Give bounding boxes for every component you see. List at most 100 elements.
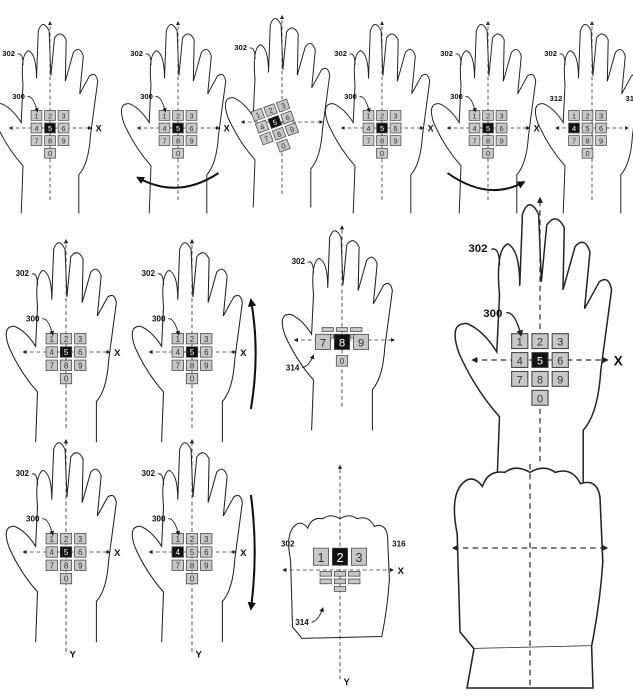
key-label: 5 — [190, 548, 195, 557]
key-label: 4 — [517, 355, 523, 367]
key-9: 9 — [353, 333, 369, 350]
key-rect — [353, 333, 369, 350]
key-rect — [333, 586, 347, 592]
key-7: 7 — [468, 135, 481, 146]
key-label: 1 — [366, 111, 370, 120]
key-label: 9 — [557, 374, 563, 386]
key-label: 7 — [366, 137, 370, 146]
key-label: 1 — [50, 335, 54, 344]
x-axis-label: X — [428, 124, 434, 134]
key-2: 2 — [59, 533, 73, 545]
key-5: 5 — [44, 122, 56, 134]
label-302: 302 — [440, 49, 453, 58]
key-rect — [551, 352, 569, 368]
label-302-leader — [307, 261, 314, 274]
key-label: 0 — [585, 149, 589, 158]
key-7: 7 — [171, 559, 184, 571]
key-6: 6 — [595, 122, 607, 134]
label-302: 302 — [142, 269, 156, 278]
key-label: 5 — [176, 124, 180, 133]
key-label: 8 — [585, 137, 589, 146]
key-rect — [376, 147, 388, 159]
key-label: 6 — [78, 348, 83, 357]
key-rect — [185, 559, 199, 571]
key-label: 7 — [320, 337, 326, 349]
key-rect — [334, 333, 350, 350]
key-rect — [531, 352, 549, 368]
key-label: 3 — [280, 101, 287, 111]
key-label: 2 — [486, 111, 490, 120]
label-314: 314 — [286, 363, 300, 372]
key-label: 7 — [472, 137, 476, 146]
axis-label-group: Y — [69, 649, 76, 660]
key-9: 9 — [595, 135, 607, 146]
key-label: 9 — [288, 125, 295, 135]
key-5: 5 — [59, 546, 73, 558]
key-rect — [250, 107, 266, 122]
key-8: 8 — [185, 559, 199, 571]
key-label: 5 — [537, 355, 543, 367]
key-label: 1 — [176, 335, 180, 344]
key-rect — [319, 578, 332, 585]
key-2: 2 — [44, 110, 56, 121]
key-label: 0 — [48, 149, 52, 158]
key-label: 4 — [472, 124, 476, 133]
x-axis-label: X — [114, 548, 121, 559]
key-label: 2 — [48, 111, 52, 120]
key-rect — [30, 135, 43, 146]
key-label: 6 — [557, 355, 563, 367]
label-300-leader — [27, 96, 39, 113]
key-label: 0 — [176, 149, 180, 158]
label-302: 302 — [2, 49, 15, 58]
label-300-leader — [359, 96, 371, 113]
key-label: 1 — [317, 550, 324, 565]
key-label: 9 — [61, 137, 65, 146]
key-8: 8 — [172, 135, 184, 146]
key-3: 3 — [495, 110, 508, 121]
label-302: 302 — [281, 539, 295, 548]
key-7: 7 — [511, 370, 529, 387]
key-7: 7 — [158, 135, 171, 146]
key-9: 9 — [200, 559, 213, 571]
label-302-leader — [455, 53, 462, 66]
key-rect — [200, 533, 213, 545]
y-axis-label: Y — [195, 649, 202, 660]
key-label: 1 — [176, 535, 180, 544]
key-label: 8 — [190, 361, 195, 370]
key-label: 0 — [64, 575, 69, 584]
key-rect — [200, 559, 213, 571]
key-4: 4 — [362, 122, 375, 134]
axis-label-group: X — [614, 353, 623, 368]
key-5: 5 — [531, 352, 549, 368]
key-3: 3 — [74, 333, 87, 345]
key-label: 8 — [537, 374, 543, 386]
label-300: 300 — [450, 92, 463, 101]
key-rect — [276, 138, 291, 153]
key-rect — [200, 546, 213, 558]
key-1: 1 — [45, 333, 58, 345]
key-rect — [275, 98, 291, 113]
key-label: 7 — [50, 361, 54, 370]
key-rect — [185, 372, 199, 385]
label-314: 314 — [295, 618, 309, 627]
key-label: 2 — [585, 111, 589, 120]
key-rect — [44, 135, 56, 146]
key-rect — [44, 122, 56, 134]
label-302: 302 — [130, 49, 143, 58]
key-label: 7 — [263, 134, 270, 144]
key-label: 9 — [599, 137, 603, 146]
y-axis-label: Y — [343, 677, 350, 688]
key-rect — [45, 546, 58, 558]
key-rect — [74, 333, 87, 345]
label-300-leader — [42, 318, 55, 336]
key-rect — [376, 110, 388, 121]
label-300: 300 — [140, 92, 153, 101]
